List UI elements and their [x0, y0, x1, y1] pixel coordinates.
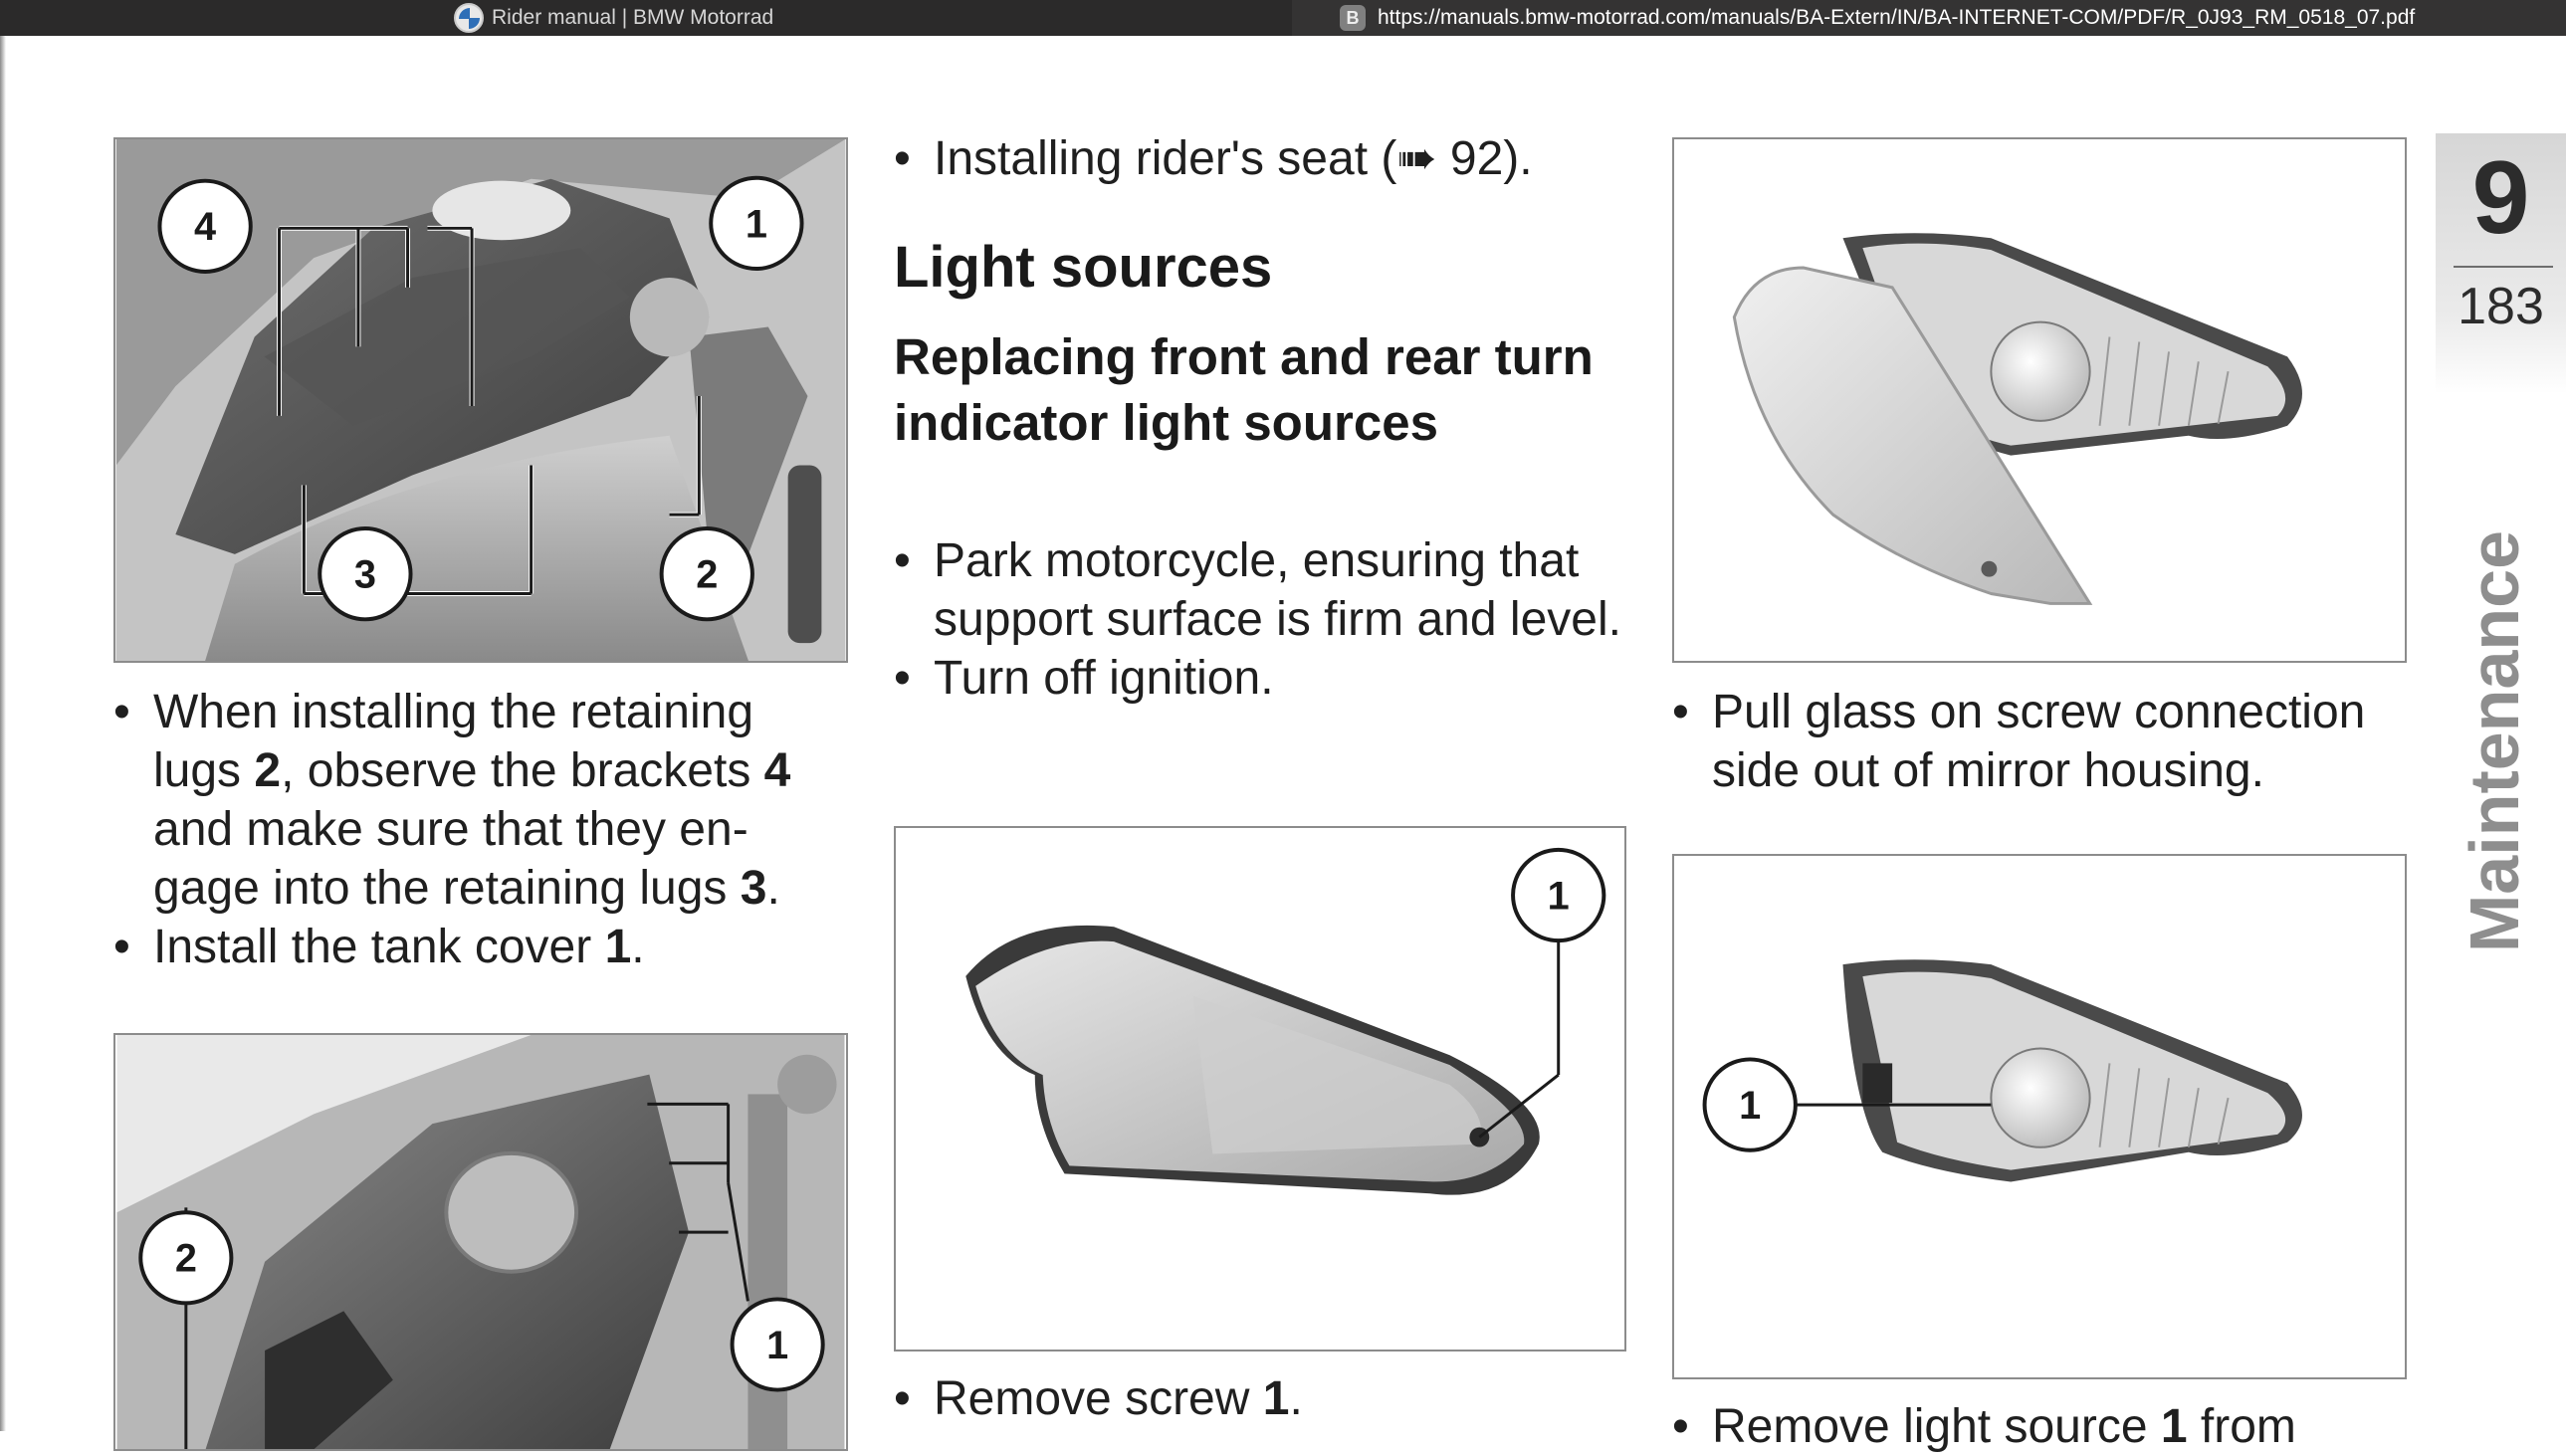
address-bar[interactable]: B https://manuals.bmw-motorrad.com/manua… [1292, 0, 2566, 36]
tank-cover-illustration: 4 1 3 2 [115, 139, 846, 661]
tab-rider-manual[interactable]: Rider manual | BMW Motorrad [454, 0, 773, 36]
col3-instruction: Pull glass on screw connection side out … [1672, 683, 2409, 800]
callout-3: 3 [354, 553, 376, 597]
list-item: When installing the retaining lugs 2, ob… [113, 683, 850, 918]
callout-1: 1 [766, 1324, 788, 1367]
chapter-number: 9 [2471, 140, 2530, 256]
list-item: Park motorcycle, ensuring that support s… [894, 531, 1630, 649]
remove-screw-instruction: Remove screw 1. [894, 1369, 1630, 1428]
chapter-divider [2454, 266, 2553, 268]
url-text[interactable]: https://manuals.bmw-motorrad.com/manuals… [1378, 6, 2416, 29]
list-item: Pull glass on screw connection side out … [1672, 683, 2409, 800]
list-item: Turn off ignition. [894, 649, 1630, 708]
seat-reference: Installing rider's seat (➠ 92). [894, 129, 1630, 188]
tab-title: Rider manual | BMW Motorrad [492, 6, 774, 29]
list-item: Remove screw 1. [894, 1369, 1630, 1428]
figure-tank-cover-install: 2 1 [113, 1033, 848, 1451]
list-item: Installing rider's seat (➠ 92). [894, 129, 1630, 188]
browser-top-bar: Rider manual | BMW Motorrad B https://ma… [0, 0, 2566, 36]
page-edge-shadow [0, 36, 6, 1431]
chapter-side-label: Maintenance [2456, 530, 2533, 952]
callout-2: 2 [696, 553, 718, 597]
col1-instructions: When installing the retaining lugs 2, ob… [113, 683, 850, 976]
subsection-heading: Replacing front and rear turn indicator … [894, 328, 1594, 451]
page-number: 183 [2458, 278, 2544, 335]
callout-1: 1 [1739, 1084, 1761, 1128]
tank-illustration: 2 1 [116, 1035, 845, 1449]
col2-instructions: Park motorcycle, ensuring that support s… [894, 531, 1630, 708]
light-source-illustration: 1 [1702, 959, 2302, 1182]
bmw-logo-icon [454, 3, 484, 33]
mirror-glass-illustration [1732, 233, 2302, 605]
callout-4: 4 [194, 205, 216, 249]
list-item: Remove light source 1 from [1672, 1397, 2409, 1456]
callout-1: 1 [1548, 874, 1570, 918]
chapter-tab: 9 183 [2436, 133, 2566, 394]
figure-pull-glass [1672, 137, 2407, 663]
callout-1: 1 [746, 202, 767, 246]
list-item: Install the tank cover 1. [113, 918, 850, 976]
site-favicon-icon: B [1340, 5, 1366, 31]
figure-light-source: 1 [1672, 854, 2407, 1379]
turn-indicator-illustration: 1 [965, 847, 1606, 1195]
remove-light-source-instruction: Remove light source 1 from [1672, 1397, 2409, 1456]
section-heading: Light sources [894, 235, 1273, 300]
figure-turn-indicator-screw: 1 [894, 826, 1626, 1352]
callout-2: 2 [175, 1237, 197, 1281]
figure-tank-cover-brackets: 4 1 3 2 [113, 137, 848, 663]
